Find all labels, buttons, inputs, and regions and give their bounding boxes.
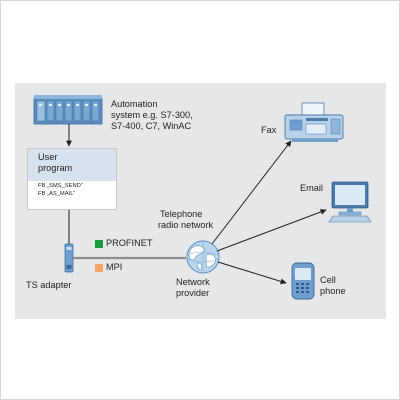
provider-to-email-arrow xyxy=(216,209,327,252)
profinet-legend-swatch xyxy=(95,240,103,248)
network-provider-label: Network provider xyxy=(176,277,210,299)
ts-adapter-icon xyxy=(64,243,74,273)
ts-adapter-label: TS adapter xyxy=(26,280,72,290)
cell-label-line-2: phone xyxy=(320,286,346,296)
user-program-title-line-1: User xyxy=(38,152,58,162)
cell-phone-label: Cell phone xyxy=(320,275,346,297)
cell-phone-icon xyxy=(291,262,315,300)
automation-system-label: Automation system e.g. S7-300, S7-400, C… xyxy=(111,99,193,132)
fb-sms-send-label: FB „SMS_SEND“ xyxy=(38,183,83,189)
cell-label-line-1: Cell xyxy=(320,275,336,285)
provider-to-cellphone-arrow xyxy=(217,261,287,285)
mpi-legend-swatch xyxy=(95,264,103,272)
user-program-box: User program FB „SMS_SEND“ FB „AS_MAIL“ xyxy=(27,148,117,210)
mpi-label: MPI xyxy=(106,262,123,272)
automation-label-line-2: system e.g. S7-300, xyxy=(111,110,193,120)
globe-icon xyxy=(186,240,220,274)
user-program-title-line-2: program xyxy=(38,163,73,173)
telephone-network-label: Telephone radio network xyxy=(158,209,213,231)
email-label: Email xyxy=(300,183,323,193)
telephone-label-line-2: radio network xyxy=(158,220,214,230)
user-program-header: User program xyxy=(28,149,116,181)
user-program-blocks: FB „SMS_SEND“ FB „AS_MAIL“ xyxy=(28,182,116,198)
profinet-label: PROFINET xyxy=(106,238,153,248)
telephone-label-line-1: Telephone xyxy=(160,209,203,219)
fax-label: Fax xyxy=(261,125,277,135)
computer-monitor-icon xyxy=(328,181,372,223)
fax-machine-icon xyxy=(284,102,344,142)
plc-rack-icon xyxy=(33,95,103,125)
automation-label-line-3: S7-400, C7, WinAC xyxy=(111,121,192,131)
provider-label-line-2: provider xyxy=(176,288,210,298)
provider-to-fax-arrow xyxy=(211,140,292,245)
fb-as-mail-label: FB „AS_MAIL“ xyxy=(38,191,76,197)
automation-label-line-1: Automation xyxy=(111,99,158,109)
provider-label-line-1: Network xyxy=(176,277,210,287)
